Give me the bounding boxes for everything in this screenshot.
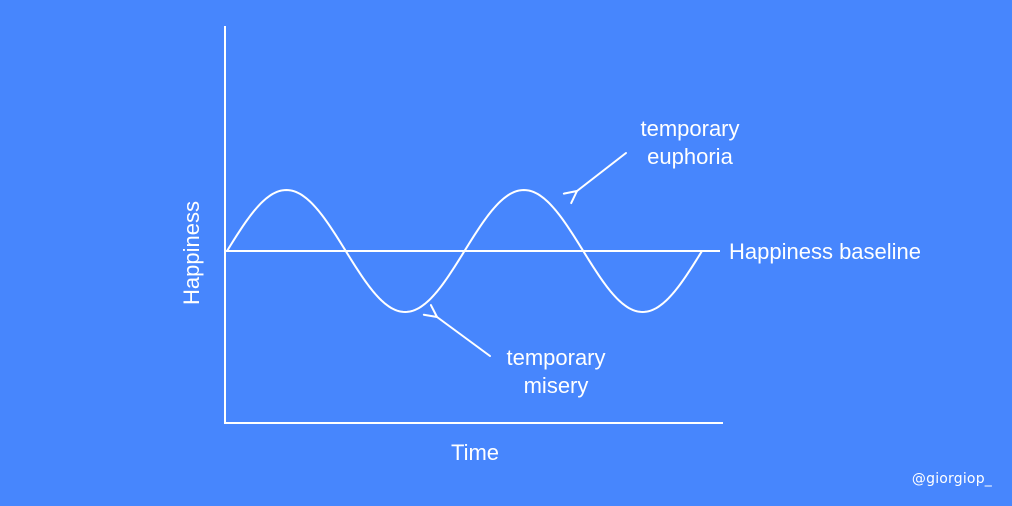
misery-label-line-2: misery <box>524 373 589 398</box>
baseline-label: Happiness baseline <box>729 239 921 264</box>
misery-label-line-1: temporary <box>506 345 605 370</box>
euphoria-label-line-2: euphoria <box>647 144 733 169</box>
watermark-handle: @giorgiop_ <box>911 471 992 487</box>
euphoria-label-line-1: temporary <box>640 116 739 141</box>
euphoria-arrow <box>562 152 627 205</box>
happiness-wave <box>226 188 703 314</box>
x-axis-label: Time <box>451 440 499 465</box>
misery-arrow <box>422 304 491 357</box>
y-axis-label: Happiness <box>179 201 204 305</box>
